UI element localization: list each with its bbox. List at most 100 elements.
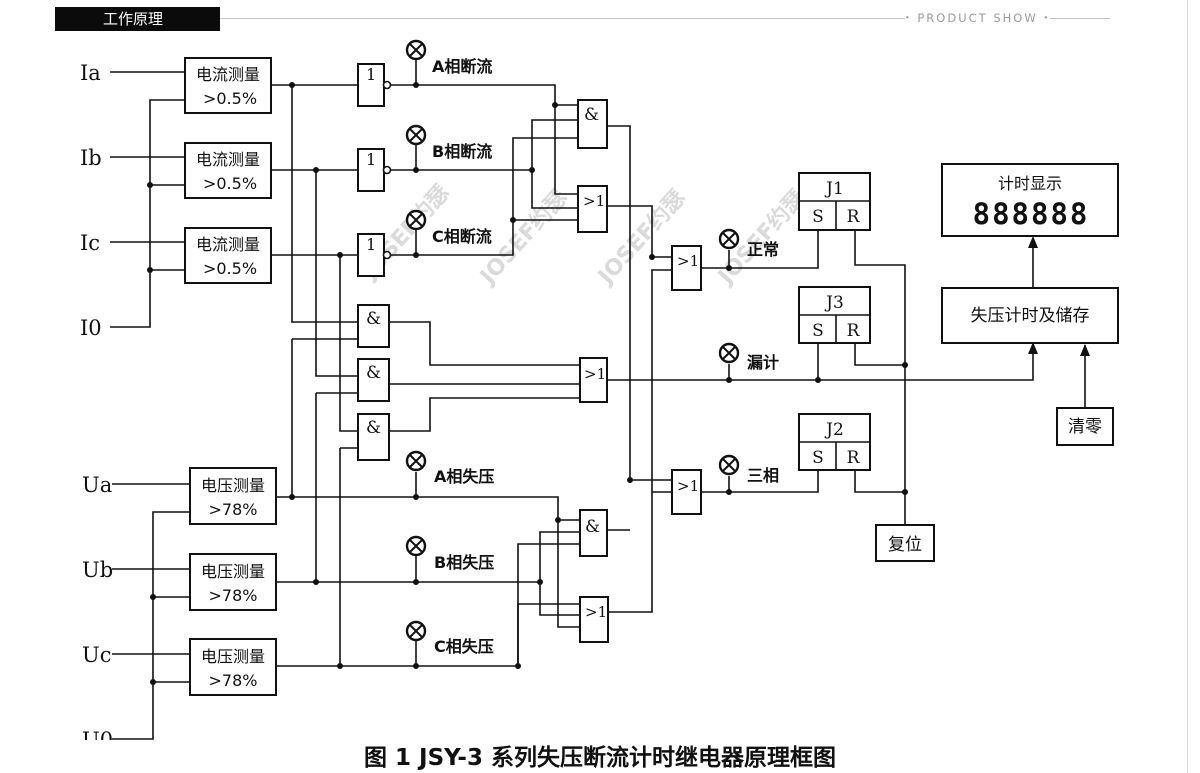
svg-text:S: S <box>812 207 824 227</box>
lamp-icon-normal: 正常 <box>718 228 779 268</box>
voltage-measure-c: 电压测量 >78% <box>189 638 277 696</box>
input-u0: U0 <box>82 728 113 740</box>
lamp-icon-a-loss: A相失压 <box>405 450 494 497</box>
svg-text:>0.5%: >0.5% <box>203 259 257 278</box>
voltage-measure-b: 电压测量 >78% <box>189 553 277 611</box>
svg-text:&: & <box>585 517 600 537</box>
header-divider <box>220 18 905 19</box>
svg-text:S: S <box>812 448 824 468</box>
svg-text:电压测量: 电压测量 <box>201 476 265 495</box>
svg-text:&: & <box>366 363 381 383</box>
or-gate-three: >1 <box>671 469 702 515</box>
svg-text:>78%: >78% <box>209 500 258 519</box>
reset-button[interactable]: 复位 <box>875 524 935 562</box>
svg-text:>1: >1 <box>585 603 607 621</box>
svg-text:&: & <box>366 418 381 438</box>
lamp-label-a-loss: A相失压 <box>434 467 494 486</box>
input-labels: Ia Ib Ic I0 Ua Ub Uc U0 <box>80 61 113 740</box>
and-gates: & & & & & <box>357 99 608 557</box>
or-gate-leak: >1 <box>579 357 608 403</box>
timing-store-block: 失压计时及储存 <box>941 287 1119 344</box>
current-measure-b: 电流测量 >0.5% <box>184 142 272 199</box>
timer-display-digits: 888888 <box>973 197 1090 231</box>
svg-text:1: 1 <box>366 235 376 254</box>
wiring <box>110 71 1086 740</box>
lamp-label-b-loss: B相失压 <box>434 553 494 572</box>
svg-text:电流测量: 电流测量 <box>196 65 260 84</box>
svg-text:R: R <box>847 207 861 227</box>
svg-text:&: & <box>584 105 599 125</box>
or-gate-break: >1 <box>577 185 608 233</box>
or-gate-normal: >1 <box>671 245 702 291</box>
svg-text:>0.5%: >0.5% <box>203 174 257 193</box>
input-uc: Uc <box>82 643 111 667</box>
lamp-label-normal: 正常 <box>747 240 779 259</box>
and-gate-break: & <box>577 99 608 149</box>
relay-j2: J2 S R <box>798 413 871 471</box>
svg-text:>78%: >78% <box>209 671 258 690</box>
clear-button[interactable]: 清零 <box>1056 407 1114 446</box>
lamp-icon-b-break: B相断流 <box>405 124 492 170</box>
product-show-label: • PRODUCT SHOW • <box>905 9 1145 27</box>
current-measure-c: 电流测量 >0.5% <box>184 227 272 284</box>
not-gate-b: 1 <box>357 148 392 192</box>
product-show-text: PRODUCT SHOW <box>917 11 1038 25</box>
input-ub: Ub <box>82 558 113 582</box>
svg-text:1: 1 <box>366 65 376 84</box>
or-gate-loss: >1 <box>579 596 609 643</box>
svg-text:1: 1 <box>366 150 376 169</box>
block-diagram: JOSEF约瑟 JOSEF约瑟 JOSEF约瑟 JOSEF约瑟 <box>80 39 1119 740</box>
svg-text:>78%: >78% <box>209 586 258 605</box>
relay-j3-name: J3 <box>824 293 844 313</box>
frame-border <box>1187 0 1188 773</box>
input-ia: Ia <box>80 61 101 85</box>
lamp-icon-leak: 漏计 <box>718 342 779 380</box>
not-gate-c: 1 <box>357 233 392 277</box>
lamp-icon-a-break: A相断流 <box>405 39 492 85</box>
lamp-label-three-phase: 三相 <box>747 466 779 485</box>
not-gate-a: 1 <box>357 63 392 107</box>
input-ib: Ib <box>80 146 102 170</box>
svg-text:电流测量: 电流测量 <box>196 150 260 169</box>
clear-button-label: 清零 <box>1068 417 1102 437</box>
current-measure-blocks: 电流测量 >0.5% 电流测量 >0.5% 电流测量 >0.5% <box>184 57 272 284</box>
and-gate-loss: & <box>579 509 608 557</box>
svg-text:R: R <box>847 321 861 341</box>
relay-j2-name: J2 <box>824 420 844 440</box>
lamps: A相断流 B相断流 C相断流 A相失压 B相失压 C相失压 正常 <box>405 39 779 666</box>
timer-display-title: 计时显示 <box>998 174 1062 193</box>
voltage-measure-blocks: 电压测量 >78% 电压测量 >78% 电压测量 >78% <box>189 467 277 696</box>
svg-text:S: S <box>812 321 824 341</box>
lamp-label-b-break: B相断流 <box>432 142 492 161</box>
input-ic: Ic <box>80 231 100 255</box>
timing-store-label: 失压计时及储存 <box>971 306 1090 326</box>
figure-caption: 图 1 JSY-3 系列失压断流计时继电器原理框图 <box>364 745 836 771</box>
reset-button-label: 复位 <box>888 535 922 555</box>
or-gates: >1 >1 >1 >1 >1 <box>577 185 702 643</box>
svg-text:&: & <box>366 309 381 329</box>
lamp-label-c-loss: C相失压 <box>434 637 494 656</box>
and-gate-i2: & <box>357 358 390 402</box>
svg-text:R: R <box>847 448 861 468</box>
lamp-icon-c-loss: C相失压 <box>405 620 494 666</box>
svg-text:>1: >1 <box>677 477 699 495</box>
and-gate-i3: & <box>357 413 390 461</box>
section-header: 工作原理 <box>55 7 220 31</box>
voltage-measure-a: 电压测量 >78% <box>189 467 277 525</box>
svg-text:>1: >1 <box>583 192 605 210</box>
not-gates: 1 1 1 <box>357 63 392 277</box>
relay-j3: J3 S R <box>798 286 871 344</box>
relay-j1: J1 S R <box>798 172 871 231</box>
relays: J1 S R J3 S R J2 S R <box>798 172 871 471</box>
and-gate-i1: & <box>357 304 390 348</box>
svg-text:电压测量: 电压测量 <box>201 562 265 581</box>
current-measure-a: 电流测量 >0.5% <box>184 57 272 114</box>
svg-text:电流测量: 电流测量 <box>196 235 260 254</box>
svg-text:电压测量: 电压测量 <box>201 647 265 666</box>
lamp-label-leak: 漏计 <box>747 353 779 372</box>
svg-text:>0.5%: >0.5% <box>203 89 257 108</box>
svg-text:>1: >1 <box>584 365 606 383</box>
lamp-icon-c-break: C相断流 <box>405 209 492 255</box>
input-i0: I0 <box>80 316 102 340</box>
relay-j1-name: J1 <box>824 179 844 199</box>
